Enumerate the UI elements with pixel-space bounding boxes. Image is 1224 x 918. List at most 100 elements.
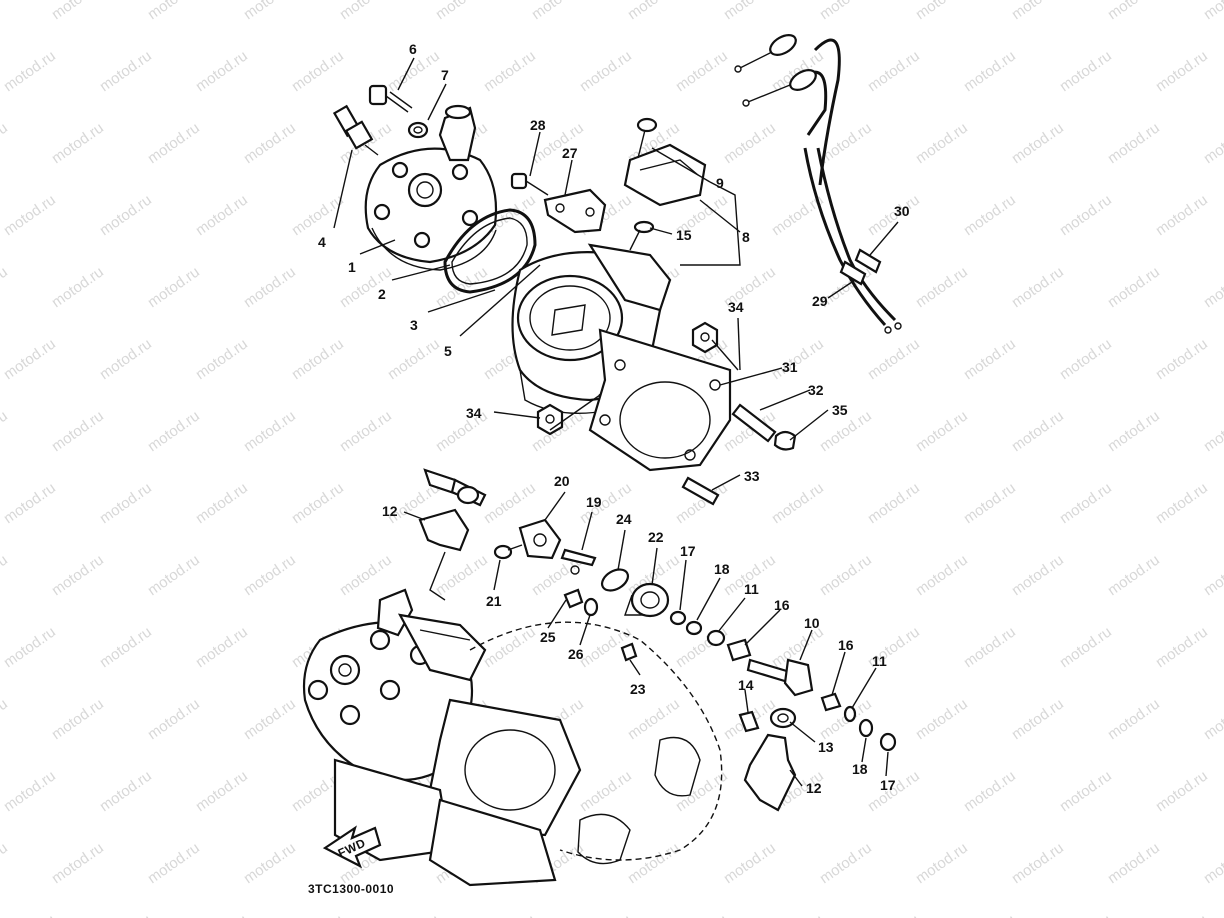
callout-34-upper: 34 [728, 299, 744, 315]
callout-7: 7 [441, 67, 449, 83]
watermark-text: motod.ru [769, 335, 827, 383]
cylinder-upper [511, 243, 672, 417]
watermark-text: motod.ru [1105, 407, 1163, 455]
watermark-text: motod.ru [1105, 119, 1163, 167]
bush-16b [820, 692, 842, 712]
callout-11-upper: 11 [744, 581, 759, 597]
watermark-text: motod.ru [433, 263, 491, 311]
watermark-text: motod.ru [241, 839, 299, 887]
watermark-text: motod.ru [1009, 0, 1067, 23]
nut-17b [879, 732, 897, 752]
callout-24: 24 [616, 511, 632, 527]
callout-18-upper: 18 [714, 561, 730, 577]
watermark-text: motod.ru [1057, 911, 1115, 918]
watermark-text: motod.ru [97, 191, 155, 239]
watermark-text: motod.ru [721, 119, 779, 167]
watermark-text: motod.ru [145, 407, 203, 455]
watermark-text: motod.ru [193, 911, 251, 918]
watermark-text: motod.ru [721, 0, 779, 23]
callout-17-lower: 17 [880, 777, 896, 793]
watermark-text: motod.ru [1201, 407, 1224, 455]
bolt-28 [510, 172, 549, 196]
watermark-text: motod.ru [193, 47, 251, 95]
watermark-text: motod.ru [0, 695, 11, 743]
watermark-text: motod.ru [1057, 335, 1115, 383]
watermark-text: motod.ru [1201, 839, 1224, 887]
washer [407, 121, 429, 139]
watermark-text: motod.ru [481, 479, 539, 527]
watermark-text: motod.ru [865, 47, 923, 95]
watermark-text: motod.ru [433, 407, 491, 455]
watermark-text: motod.ru [0, 407, 11, 455]
cylinder-base-gasket [588, 328, 732, 472]
callout-1: 1 [348, 259, 356, 275]
watermark-text: motod.ru [49, 119, 107, 167]
pin-14 [738, 710, 760, 733]
watermark-text: motod.ru [817, 0, 875, 23]
watermark-text: motod.ru [1057, 479, 1115, 527]
spark-plug [332, 104, 379, 156]
watermark-text: motod.ru [1201, 263, 1224, 311]
callout-3: 3 [410, 317, 418, 333]
callout-22: 22 [648, 529, 664, 545]
watermark-text: motod.ru [1201, 0, 1224, 23]
callout-25: 25 [540, 629, 556, 645]
watermark-text: motod.ru [193, 767, 251, 815]
watermark-text: motod.ru [1153, 623, 1211, 671]
watermark-text: motod.ru [241, 551, 299, 599]
watermark-text: motod.ru [577, 767, 635, 815]
cylinder-head [364, 104, 498, 271]
watermark-text: motod.ru [961, 623, 1019, 671]
watermark-text: motod.ru [1153, 479, 1211, 527]
callout-14: 14 [738, 677, 754, 693]
watermark-text: motod.ru [577, 47, 635, 95]
watermark-text: motod.ru [673, 47, 731, 95]
head-gasket [443, 208, 537, 294]
watermark-text: motod.ru [961, 47, 1019, 95]
watermark-text: motod.ru [0, 0, 11, 23]
watermark-text: motod.ru [1153, 191, 1211, 239]
callout-11-lower: 11 [872, 653, 887, 669]
watermark-text: motod.ru [49, 551, 107, 599]
callout-5: 5 [444, 343, 452, 359]
callout-labels: 6 7 4 1 2 3 5 28 27 9 8 15 30 29 34 31 3… [318, 41, 910, 796]
callout-12-lower: 12 [806, 780, 822, 796]
watermark-text: motod.ru [1105, 0, 1163, 23]
nut-34-lower [536, 403, 564, 436]
stud-32 [731, 403, 777, 443]
callout-16-upper: 16 [774, 597, 790, 613]
callout-35: 35 [832, 402, 848, 418]
watermark-text: motod.ru [1201, 119, 1224, 167]
watermark-text: motod.ru [49, 695, 107, 743]
callout-16-lower: 16 [838, 637, 854, 653]
watermark-text: motod.ru [1, 623, 59, 671]
callout-32: 32 [808, 382, 824, 398]
watermark-text: motod.ru [241, 0, 299, 23]
head-bolt [368, 84, 413, 113]
watermark-text: motod.ru [145, 119, 203, 167]
watermark-text: motod.ru [1153, 335, 1211, 383]
watermark-text: motod.ru [673, 623, 731, 671]
watermark-text: motod.ru [241, 263, 299, 311]
stud-33 [681, 476, 720, 506]
watermark-text: motod.ru [913, 119, 971, 167]
screw-21 [493, 544, 523, 560]
watermark-text: motod.ru [913, 839, 971, 887]
watermark-text: motod.ru [97, 479, 155, 527]
watermark-text: motod.ru [1105, 839, 1163, 887]
callout-6: 6 [409, 41, 417, 57]
callout-2: 2 [378, 286, 386, 302]
watermark-text: motod.ru [913, 407, 971, 455]
watermark-text: motod.ru [577, 911, 635, 918]
watermark-text: motod.ru [337, 551, 395, 599]
bracket [543, 188, 607, 234]
watermark-text: motod.ru [241, 695, 299, 743]
callout-18-lower: 18 [852, 761, 868, 777]
watermark-text: motod.ru [961, 911, 1019, 918]
watermark-text: motod.ru [1057, 767, 1115, 815]
watermark-text: motod.ru [289, 911, 347, 918]
watermark-text: motod.ru [193, 623, 251, 671]
watermark-text: motod.ru [1, 767, 59, 815]
callout-19: 19 [586, 494, 602, 510]
